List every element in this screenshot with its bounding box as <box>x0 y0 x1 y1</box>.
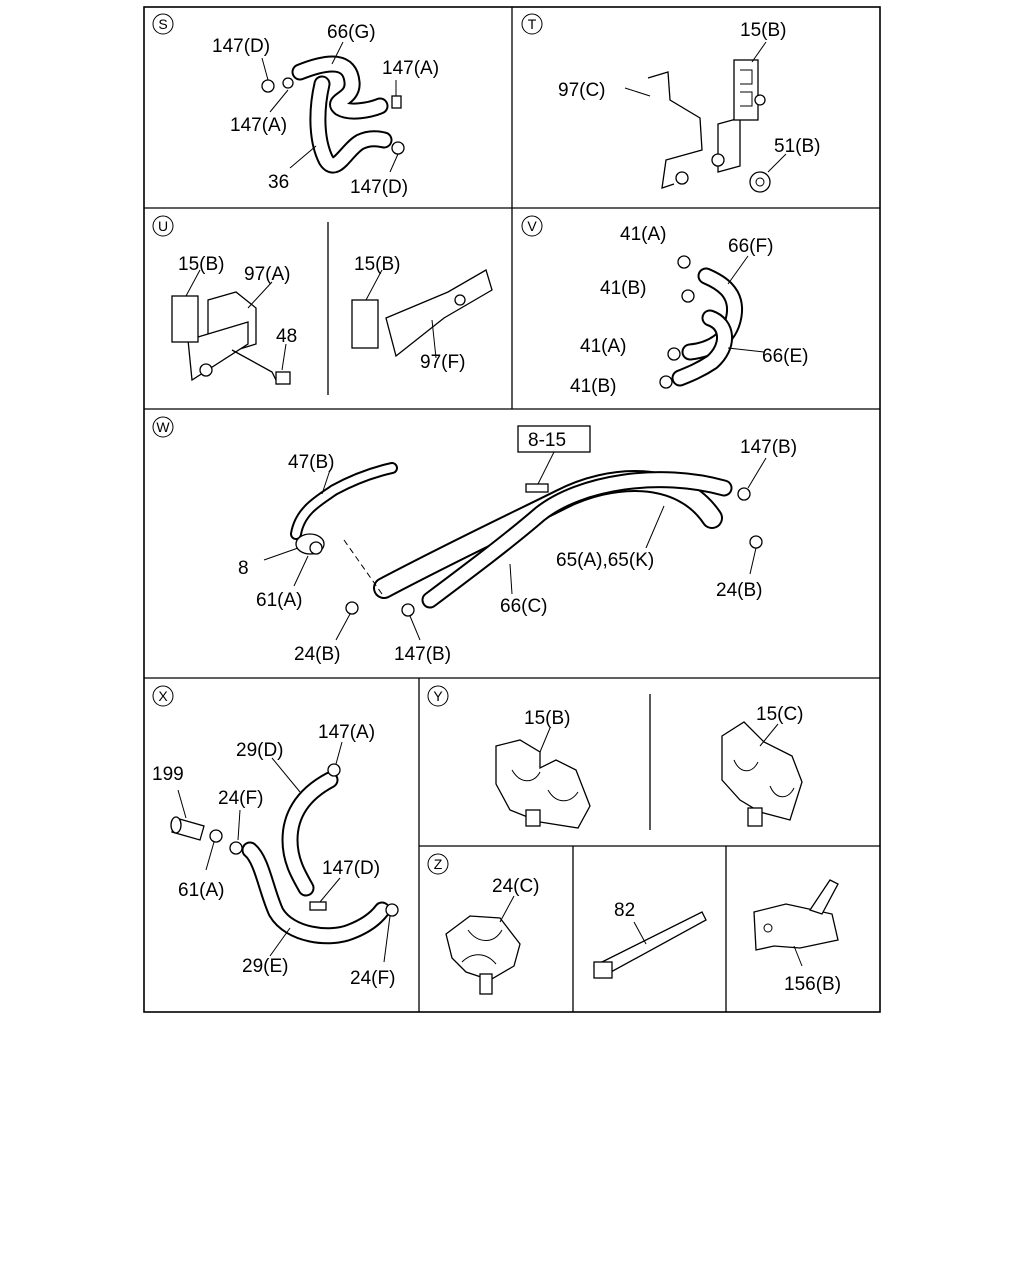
callout-label: 82 <box>614 900 635 921</box>
section-w-drawing: 8-15 47(B) 147(B) 8 61(A) 65(A),65(K) 24… <box>238 425 797 665</box>
callout-label: 147(B) <box>740 437 797 458</box>
callout-label: 147(A) <box>318 722 375 743</box>
svg-text:Y: Y <box>433 688 443 704</box>
callout-label: 97(C) <box>558 80 606 101</box>
callout-label: 147(A) <box>230 115 287 136</box>
callout-label: 41(A) <box>620 224 666 245</box>
section-marker-v: V <box>521 215 543 237</box>
svg-text:T: T <box>528 16 537 32</box>
callout-label: 24(F) <box>350 968 395 989</box>
callout-label: 8 <box>238 558 249 579</box>
section-y-drawing: 15(B) 15(C) <box>495 704 804 829</box>
callout-label: 15(B) <box>354 254 400 275</box>
callout-label: 66(E) <box>762 346 808 367</box>
callout-label: 66(G) <box>327 22 376 43</box>
section-marker-s: S <box>152 13 174 35</box>
callout-label: 29(D) <box>236 740 284 761</box>
callout-label: 97(A) <box>244 264 290 285</box>
callout-label: 48 <box>276 326 297 347</box>
callout-label: 24(F) <box>218 788 263 809</box>
callout-label: 29(E) <box>242 956 288 977</box>
callout-label: 15(C) <box>756 704 804 725</box>
callout-label: 147(D) <box>212 36 270 57</box>
svg-text:X: X <box>158 688 168 704</box>
section-u-drawing: 15(B) 97(A) 48 15(B) 97(F) <box>171 254 493 385</box>
section-v-drawing: 41(A) 66(F) 41(B) 41(A) 66(E) 41(B) <box>570 224 808 397</box>
callout-label: 24(C) <box>492 876 540 897</box>
callout-label: 61(A) <box>178 880 224 901</box>
callout-label: 24(B) <box>294 644 340 665</box>
section-z-drawing: 24(C) 82 156(B) <box>445 876 841 995</box>
callout-label: 15(B) <box>524 708 570 729</box>
callout-label: 66(C) <box>500 596 548 617</box>
section-s-drawing: 147(D) 66(G) 147(A) 147(A) 36 147(D) <box>212 22 439 198</box>
callout-label: 41(B) <box>570 376 616 397</box>
callout-label: 147(A) <box>382 58 439 79</box>
section-marker-x: X <box>152 685 174 707</box>
section-marker-u: U <box>152 215 174 237</box>
section-marker-z: Z <box>427 853 449 875</box>
callout-label: 24(B) <box>716 580 762 601</box>
callout-label: 15(B) <box>740 20 786 41</box>
callout-label: 61(A) <box>256 590 302 611</box>
callout-label: 147(D) <box>350 177 408 198</box>
callout-label: 41(B) <box>600 278 646 299</box>
callout-label: 47(B) <box>288 452 334 473</box>
callout-label: 41(A) <box>580 336 626 357</box>
section-t-drawing: 15(B) 97(C) 51(B) <box>558 20 820 193</box>
section-marker-y: Y <box>427 685 449 707</box>
callout-label: 36 <box>268 172 289 193</box>
svg-text:V: V <box>527 218 537 234</box>
callout-label: 156(B) <box>784 974 841 995</box>
callout-label: 199 <box>152 764 184 785</box>
section-marker-t: T <box>521 13 543 35</box>
callout-label: 66(F) <box>728 236 773 257</box>
section-x-drawing: 147(A) 29(D) 199 24(F) 61(A) 147(D) 29(E… <box>152 722 399 989</box>
callout-label: 15(B) <box>178 254 224 275</box>
callout-label: 147(B) <box>394 644 451 665</box>
callout-label: 97(F) <box>420 352 465 373</box>
callout-label: 65(A),65(K) <box>556 550 654 571</box>
callout-label: 51(B) <box>774 136 820 157</box>
svg-text:Z: Z <box>434 856 443 872</box>
callout-label: 147(D) <box>322 858 380 879</box>
reference-box-label: 8-15 <box>528 430 566 451</box>
section-marker-w: W <box>152 416 174 438</box>
svg-text:W: W <box>156 419 170 435</box>
svg-text:U: U <box>158 218 168 234</box>
diagram-frame <box>143 6 881 1013</box>
svg-text:S: S <box>158 16 167 32</box>
